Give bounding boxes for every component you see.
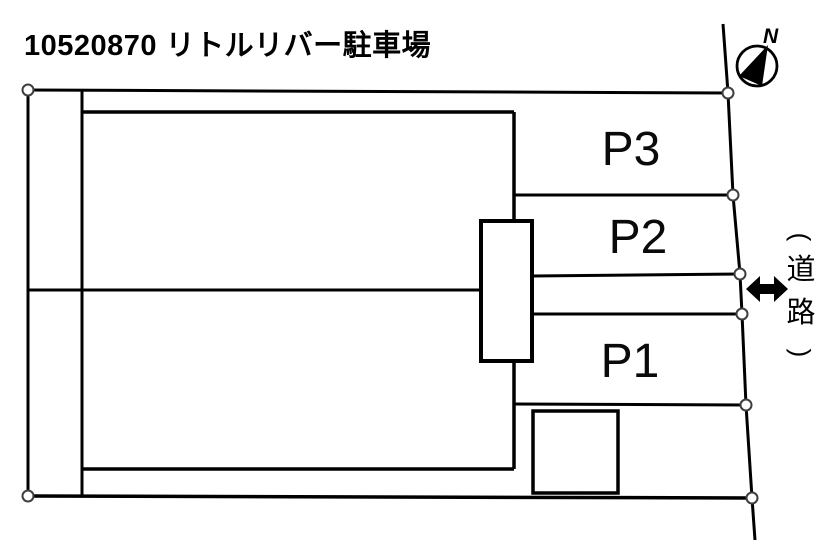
road-boundary-line [721, 23, 757, 541]
boundary-vertex-p1-top [735, 307, 749, 321]
small-structure-rect [531, 409, 620, 495]
site-boundary-bottom [27, 494, 753, 500]
space-label-p2: P2 [608, 211, 668, 264]
compass-needle [739, 45, 768, 86]
space-label-p1: P1 [600, 335, 660, 388]
boundary-vertex-p2 [733, 267, 747, 281]
road-label-char-ro: 路 [786, 297, 816, 329]
center-structure-rect [479, 219, 534, 363]
boundary-vertex-bottom-right [745, 491, 759, 505]
page-title: 10520870 リトルリバー駐車場 [24, 30, 432, 62]
road-label-close-paren: ) [786, 348, 816, 358]
space-divider-p1-bottom [513, 402, 747, 407]
compass-north-label: N [763, 25, 779, 48]
boundary-vertex-p3 [726, 188, 740, 202]
boundary-vertex-top-left [21, 83, 35, 97]
boundary-vertex-top-right [721, 86, 735, 100]
boundary-vertex-p1-bottom [739, 398, 753, 412]
site-boundary-top [27, 88, 729, 95]
double-headed-arrow-icon [746, 276, 788, 302]
road-label-char-michi: 道 [786, 254, 816, 286]
space-label-p3: P3 [601, 123, 661, 176]
space-divider-p2-bottom [531, 272, 741, 278]
north-compass-icon: N [735, 25, 779, 88]
boundary-vertex-bottom-left [21, 489, 35, 503]
